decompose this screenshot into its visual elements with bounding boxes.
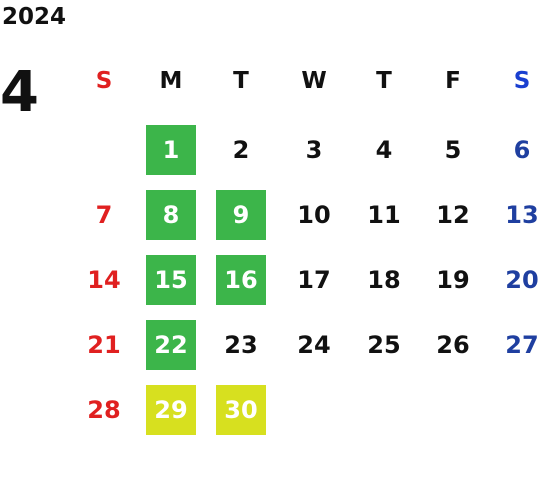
day-cell-18[interactable]: 18 <box>367 266 401 294</box>
day-cell-17[interactable]: 17 <box>297 266 331 294</box>
day-cell-3[interactable]: 3 <box>305 136 323 164</box>
day-cell-22[interactable]: 22 <box>146 320 196 370</box>
day-cell-21[interactable]: 21 <box>87 331 121 359</box>
day-cell-28[interactable]: 28 <box>87 396 121 424</box>
day-cell-26[interactable]: 26 <box>436 331 470 359</box>
weekday-header-fri: F <box>445 68 461 94</box>
weekday-header-mon: M <box>159 68 183 94</box>
day-cell-5[interactable]: 5 <box>444 136 462 164</box>
day-cell-24[interactable]: 24 <box>297 331 331 359</box>
day-cell-14[interactable]: 14 <box>87 266 121 294</box>
day-cell-16[interactable]: 16 <box>216 255 266 305</box>
day-cell-20[interactable]: 20 <box>505 266 539 294</box>
weekday-header-wed: W <box>301 68 327 94</box>
day-cell-25[interactable]: 25 <box>367 331 401 359</box>
day-cell-13[interactable]: 13 <box>505 201 539 229</box>
day-cell-4[interactable]: 4 <box>375 136 393 164</box>
day-cell-12[interactable]: 12 <box>436 201 470 229</box>
day-cell-19[interactable]: 19 <box>436 266 470 294</box>
weekday-header-thu: T <box>376 68 392 94</box>
day-cell-30[interactable]: 30 <box>216 385 266 435</box>
calendar-month: 4 <box>0 60 39 125</box>
day-cell-9[interactable]: 9 <box>216 190 266 240</box>
day-cell-1[interactable]: 1 <box>146 125 196 175</box>
day-cell-8[interactable]: 8 <box>146 190 196 240</box>
day-cell-6[interactable]: 6 <box>513 136 531 164</box>
day-cell-29[interactable]: 29 <box>146 385 196 435</box>
day-cell-15[interactable]: 15 <box>146 255 196 305</box>
day-cell-27[interactable]: 27 <box>505 331 539 359</box>
day-cell-2[interactable]: 2 <box>232 136 250 164</box>
day-cell-11[interactable]: 11 <box>367 201 401 229</box>
day-cell-23[interactable]: 23 <box>224 331 258 359</box>
day-cell-7[interactable]: 7 <box>95 201 113 229</box>
calendar-year: 2024 <box>2 4 67 30</box>
weekday-header-sat: S <box>513 68 531 94</box>
weekday-header-tue: T <box>233 68 249 94</box>
weekday-header-sun: S <box>95 68 113 94</box>
day-cell-10[interactable]: 10 <box>297 201 331 229</box>
